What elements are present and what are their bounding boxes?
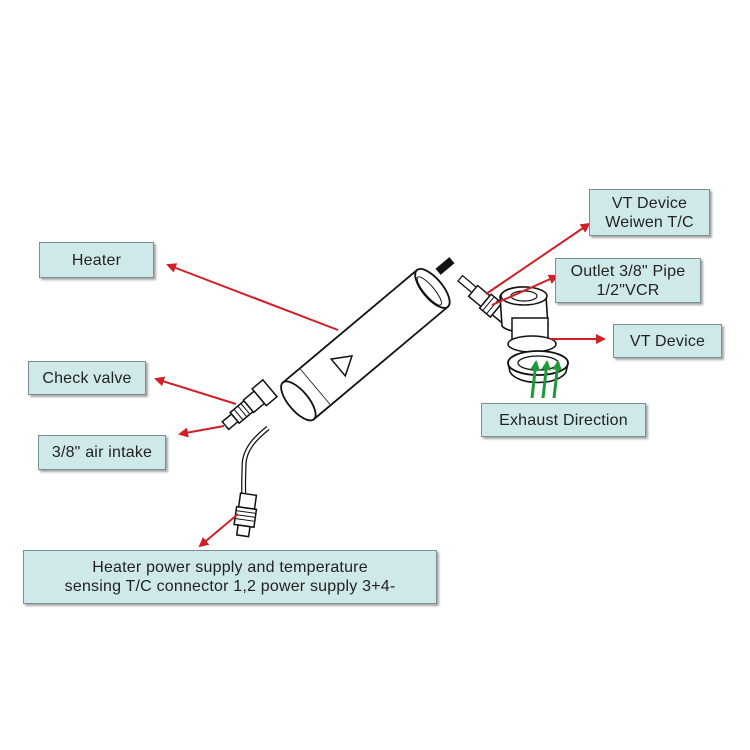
vt-device-tc-pointer [485, 222, 591, 295]
tc-connector-plug [233, 492, 258, 538]
pointer-arrows [154, 222, 606, 548]
outlet-pointer [491, 274, 559, 306]
check-valve-label: Check valve [28, 361, 146, 395]
power-supply-pointer [198, 513, 239, 548]
heater-pointer [166, 263, 339, 331]
air-intake-pointer [178, 425, 225, 438]
power-supply-label: Heater power supply and temperature sens… [23, 550, 437, 604]
exhaust-arrows [530, 360, 563, 399]
air-intake-label: 3/8" air intake [38, 435, 166, 470]
vt-device-tc-label: VT Device Weiwen T/C [589, 189, 710, 236]
heater-label: Heater [39, 242, 154, 278]
vt-device [499, 286, 569, 384]
vt-device-label: VT Device [613, 324, 722, 358]
exhaust-direction-label: Exhaust Direction [481, 403, 646, 437]
exhaust-arrow-3 [552, 360, 563, 399]
check-valve-fitting [221, 378, 279, 431]
check-valve-pointer [154, 376, 237, 405]
exhaust-arrow-1 [530, 360, 541, 399]
heater-body [280, 268, 451, 422]
exhaust-arrow-2 [541, 360, 552, 399]
outlet-label: Outlet 3/8" Pipe 1/2"VCR [555, 258, 701, 303]
